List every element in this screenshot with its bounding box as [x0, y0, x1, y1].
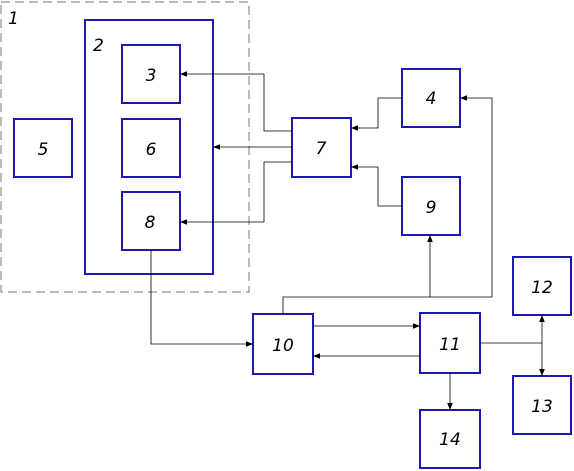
block-12	[512, 256, 572, 316]
label-block-3: 3	[146, 66, 157, 86]
arrow-10-to-4	[282, 95, 493, 314]
block-5	[13, 118, 73, 178]
arrow-8-to-10	[150, 250, 253, 347]
label-block-8: 8	[145, 213, 156, 233]
block-14	[419, 409, 481, 469]
label-block-4: 4	[426, 89, 437, 109]
label-block-13: 13	[531, 397, 553, 417]
label-group-1: 1	[8, 9, 19, 29]
label-block-5: 5	[38, 140, 49, 160]
label-block-2: 2	[93, 36, 104, 56]
block-7	[291, 117, 352, 178]
block-6	[121, 118, 181, 178]
block-3	[121, 44, 181, 104]
arrow-7-to-3	[180, 71, 292, 132]
block-11	[419, 312, 481, 374]
arrow-9-to-7	[351, 164, 402, 207]
label-block-12: 12	[531, 278, 553, 298]
label-block-14: 14	[439, 430, 461, 450]
block-13	[512, 375, 572, 435]
block-9	[401, 176, 461, 236]
label-block-11: 11	[439, 335, 461, 355]
arrow-7-to-8	[180, 161, 292, 225]
label-block-6: 6	[146, 140, 157, 160]
label-block-9: 9	[426, 198, 437, 218]
arrow-4-to-7	[351, 97, 402, 131]
label-block-7: 7	[316, 139, 327, 159]
label-block-10: 10	[272, 336, 294, 356]
